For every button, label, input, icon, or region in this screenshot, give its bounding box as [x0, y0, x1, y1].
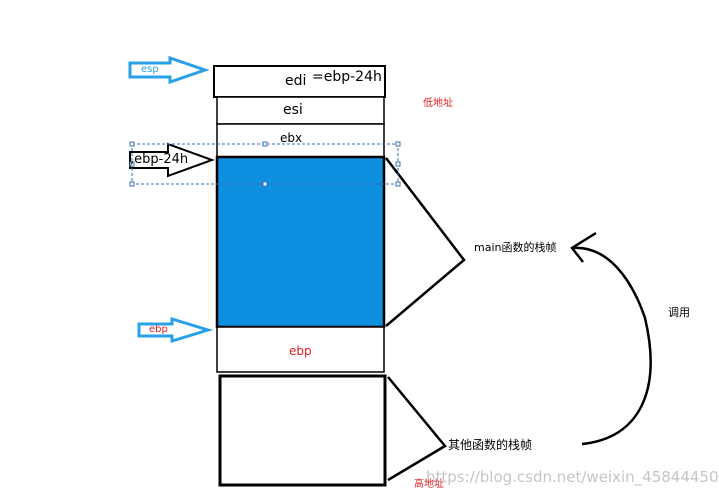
ebp-cell-label: ebp — [289, 344, 312, 358]
main-frame-block — [215, 155, 386, 329]
high-address-label: 高地址 — [414, 479, 444, 490]
esp-arrow-icon — [128, 55, 210, 85]
edi-offset-label: =ebp-24h — [312, 69, 382, 85]
ebx-label: ebx — [280, 131, 303, 145]
call-curve — [571, 246, 652, 446]
main-frame-brace — [385, 157, 466, 327]
ebp-24h-arrow-icon — [129, 142, 215, 178]
low-address-label: 低地址 — [423, 98, 453, 109]
selection-center-handle[interactable] — [262, 181, 268, 187]
selection-handles[interactable] — [129, 141, 401, 187]
other-frame-block — [218, 374, 387, 487]
edi-label: edi — [285, 73, 307, 89]
cell-edi — [213, 65, 386, 98]
ebp-arrow-icon — [137, 316, 214, 344]
main-frame-label: main函数的栈帧 — [474, 241, 557, 254]
cell-ebp — [216, 326, 385, 373]
ebp-24h-arrow-label: ,ebp-24h — [130, 152, 189, 167]
ebp-arrow-label: ebp — [149, 324, 168, 335]
call-label: 调用 — [668, 306, 690, 319]
watermark: https://blog.csdn.net/weixin_45844450 — [426, 468, 719, 486]
esi-label: esi — [283, 102, 303, 118]
esp-arrow-label: esp — [141, 64, 159, 75]
call-arrowhead-icon — [570, 231, 597, 263]
other-frame-brace — [387, 376, 447, 482]
other-frame-label: 其他函数的栈帧 — [448, 438, 533, 452]
cell-esi — [216, 96, 385, 125]
